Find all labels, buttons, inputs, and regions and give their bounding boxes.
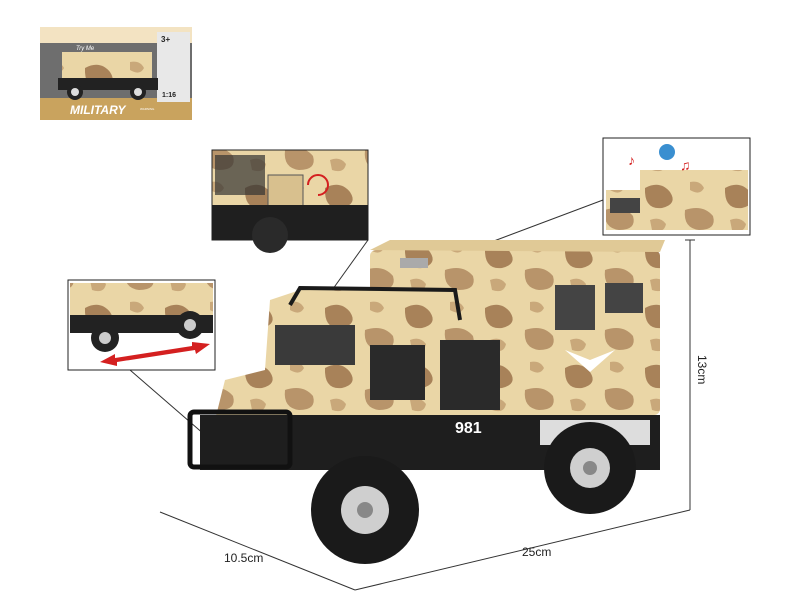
package-title: MILITARY [70, 103, 127, 117]
height-label: 13cm [695, 355, 709, 384]
callout-sound-light: ♪ ♫ [602, 137, 751, 236]
eagle-emblem [565, 350, 615, 372]
warning-label: WARNING [140, 107, 155, 111]
music-note-icon: ♫ [680, 157, 691, 173]
age-label: 3+ [161, 35, 170, 44]
truck-number: 981 [455, 420, 482, 437]
scale-label: 1:16 [162, 92, 176, 99]
double-arrow-icon [100, 342, 210, 366]
music-note-icon: ♪ [628, 152, 635, 168]
length-label: 25cm [522, 545, 551, 559]
callout-door [211, 149, 369, 253]
sound-icon [659, 144, 675, 160]
depth-label: 10.5cm [224, 551, 263, 565]
dimension-lines [159, 239, 695, 591]
try-me-label: Try Me [76, 46, 95, 52]
product-package: Try Me 3+ 1:16 MILITARY WARNING [40, 27, 192, 120]
military-truck: 981 [187, 240, 665, 564]
callout-pullback [67, 279, 216, 371]
